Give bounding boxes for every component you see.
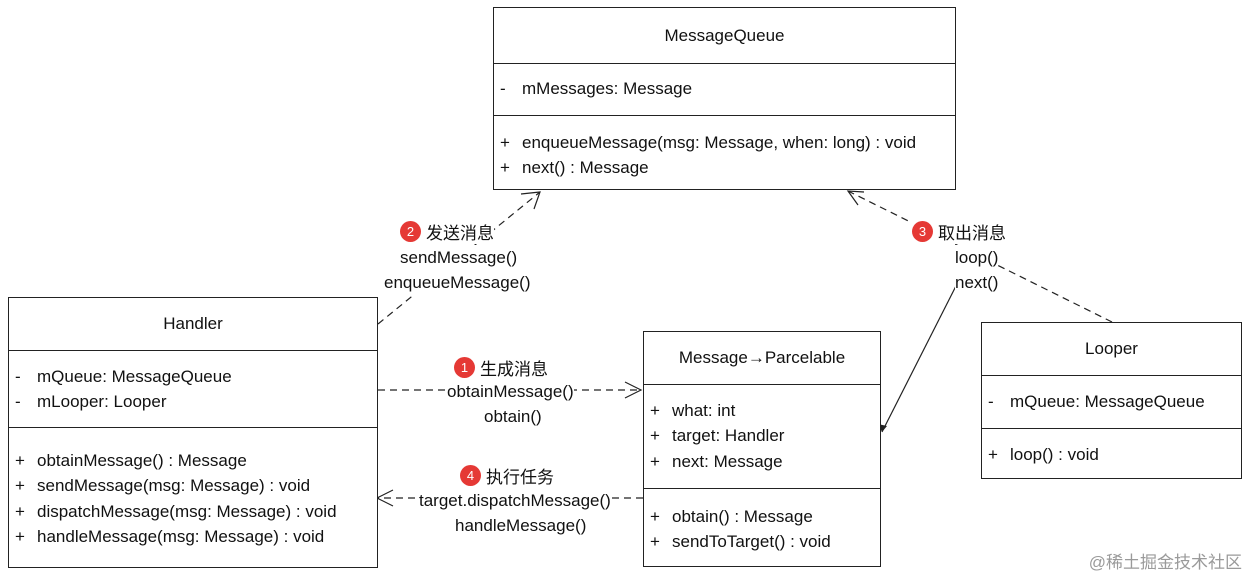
visibility-marker: - <box>15 392 21 412</box>
method-text: enqueueMessage(msg: Message, when: long)… <box>522 132 917 152</box>
step-number-badge: 3 <box>912 221 933 242</box>
step-title: 取出消息 <box>938 224 1006 243</box>
step-number-badge: 2 <box>400 221 421 242</box>
field-text: mQueue: MessageQueue <box>1010 391 1205 411</box>
method-row: + sendMessage(msg: Message) : void <box>9 474 377 500</box>
visibility-marker: + <box>15 450 25 470</box>
methods-section: + loop() : void <box>982 429 1241 474</box>
step-4-label: 4 执行任务 <box>460 463 554 488</box>
visibility-marker: + <box>650 426 660 446</box>
method-row: + dispatchMessage(msg: Message) : void <box>9 499 377 525</box>
step-2-call: sendMessage() <box>400 245 518 270</box>
step-title: 执行任务 <box>486 468 554 487</box>
class-title: Handler <box>9 298 377 351</box>
class-messagequeue: MessageQueue -mMessages: Message + enqueu… <box>493 7 956 190</box>
method-text: sendMessage(msg: Message) : void <box>37 476 311 496</box>
step-4-call: target.dispatchMessage() <box>419 488 611 513</box>
visibility-marker: + <box>650 532 660 552</box>
visibility-marker: + <box>15 476 25 496</box>
field-row: + target: Handler <box>644 424 880 450</box>
method-row: + sendToTarget() : void <box>644 530 880 556</box>
step-number-badge: 1 <box>454 357 475 378</box>
field-row: -mLooper: Looper <box>9 390 377 416</box>
visibility-marker: + <box>650 506 660 526</box>
field-text: what: int <box>672 400 736 420</box>
watermark: @稀土掘金技术社区 <box>1088 553 1242 572</box>
next-association-line <box>881 281 959 433</box>
send-dependency-line <box>377 191 541 325</box>
methods-section: + obtainMessage() : Message + sendMessage(… <box>9 428 377 556</box>
field-row: -mQueue: MessageQueue <box>9 364 377 390</box>
step-title: 生成消息 <box>480 360 548 379</box>
field-row: + next: Message <box>644 449 880 475</box>
step-3-label: 3 取出消息 <box>912 219 1006 244</box>
step-1-call: obtainMessage() <box>447 379 574 404</box>
visibility-marker: + <box>500 158 510 178</box>
step-1-label: 1 生成消息 <box>454 355 548 380</box>
methods-section: + enqueueMessage(msg: Message, when: long… <box>494 116 955 187</box>
method-row: + handleMessage(msg: Message) : void <box>9 525 377 551</box>
visibility-marker: + <box>650 400 660 420</box>
method-text: obtain() : Message <box>672 506 813 526</box>
method-text: sendToTarget() : void <box>672 532 831 552</box>
visibility-marker: - <box>500 78 506 98</box>
fields-section: -mQueue: MessageQueue <box>982 376 1241 429</box>
step-3-call: loop() <box>955 245 999 270</box>
obtain-arrowhead <box>624 381 643 399</box>
fields-section: + what: int + target: Handler + next: Messa… <box>644 385 880 489</box>
visibility-marker: + <box>15 501 25 521</box>
visibility-marker: + <box>650 451 660 471</box>
take-arrowhead <box>846 190 865 206</box>
class-title: Message→Parcelable <box>644 332 880 385</box>
class-title: MessageQueue <box>494 8 955 64</box>
method-row: + enqueueMessage(msg: Message, when: long… <box>494 130 955 156</box>
visibility-marker: + <box>500 132 510 152</box>
method-text: next() : Message <box>522 158 649 178</box>
visibility-marker: - <box>988 391 994 411</box>
step-2-call: enqueueMessage() <box>384 270 531 295</box>
field-text: next: Message <box>672 451 783 471</box>
visibility-marker: + <box>15 527 25 547</box>
field-text: target: Handler <box>672 426 785 446</box>
method-row: + loop() : void <box>982 442 1241 468</box>
class-looper: Looper -mQueue: MessageQueue + loop() : v… <box>981 322 1242 479</box>
visibility-marker: + <box>988 444 998 464</box>
fields-section: -mQueue: MessageQueue -mLooper: Looper <box>9 351 377 428</box>
step-3-call: next() <box>955 270 999 295</box>
step-4-call: handleMessage() <box>455 513 587 538</box>
step-1-call: obtain() <box>484 404 542 429</box>
method-text: handleMessage(msg: Message) : void <box>37 527 325 547</box>
method-text: obtainMessage() : Message <box>37 450 247 470</box>
field-row: + what: int <box>644 398 880 424</box>
fields-section: -mMessages: Message <box>494 64 955 116</box>
methods-section: + obtain() : Message + sendToTarget() : vo… <box>644 489 880 561</box>
class-title: Looper <box>982 323 1241 376</box>
field-row: -mMessages: Message <box>494 76 955 102</box>
field-row: -mQueue: MessageQueue <box>982 389 1241 415</box>
field-text: mLooper: Looper <box>37 392 167 412</box>
class-message: Message→Parcelable + what: int + target: H… <box>643 331 881 567</box>
class-handler: Handler -mQueue: MessageQueue -mLooper: … <box>8 297 378 568</box>
method-row: + obtainMessage() : Message <box>9 448 377 474</box>
method-text: dispatchMessage(msg: Message) : void <box>37 501 337 521</box>
field-text: mQueue: MessageQueue <box>37 366 232 386</box>
step-number-badge: 4 <box>460 465 481 486</box>
step-title: 发送消息 <box>426 224 494 243</box>
field-text: mMessages: Message <box>522 78 693 98</box>
step-2-label: 2 发送消息 <box>400 219 494 244</box>
visibility-marker: - <box>15 366 21 386</box>
method-text: loop() : void <box>1010 444 1099 464</box>
method-row: + next() : Message <box>494 156 955 182</box>
send-arrowhead <box>520 191 541 210</box>
method-row: + obtain() : Message <box>644 504 880 530</box>
